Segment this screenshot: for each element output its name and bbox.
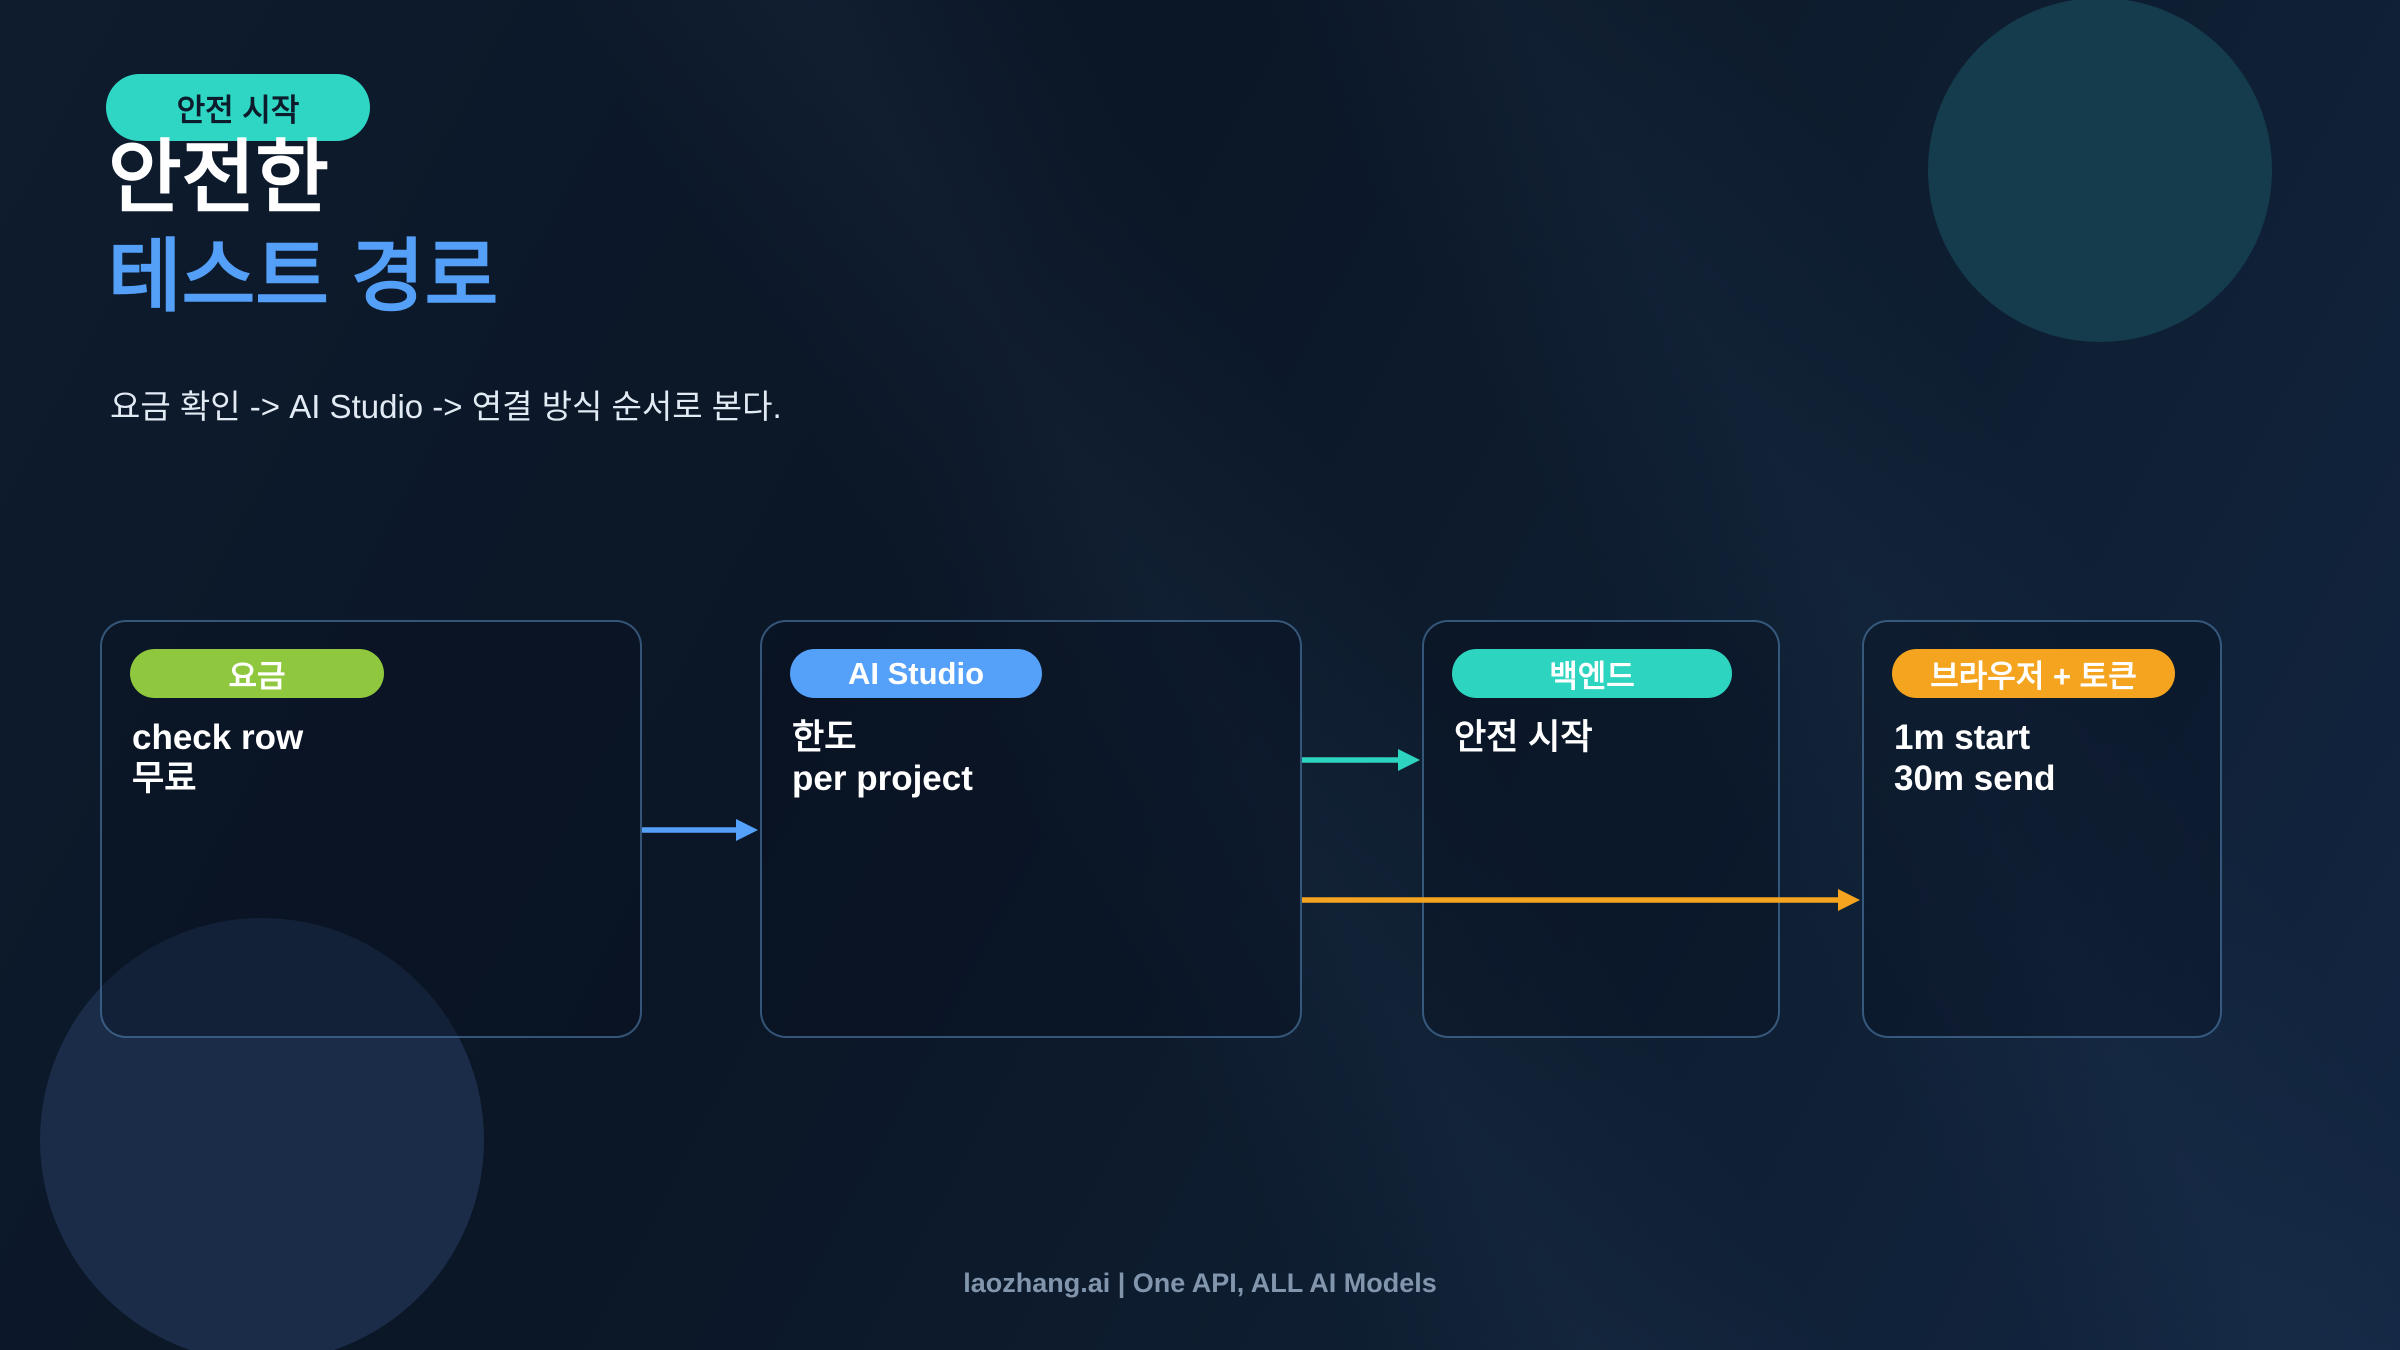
card-ai-studio-line2: per project bbox=[792, 758, 973, 798]
card-fees-line1: check row bbox=[132, 718, 304, 757]
page-subtitle: 요금 확인 -> AI Studio -> 연결 방식 순서로 본다. bbox=[110, 388, 782, 425]
card-ai-studio-line1: 한도 bbox=[792, 718, 857, 757]
card-backend-text: 안전 시작 bbox=[1454, 718, 1758, 759]
decor-circle-bottom-left bbox=[40, 918, 484, 1350]
card-browser-token-pill: 브라우저 + 토큰 bbox=[1892, 649, 2175, 698]
card-browser-token-line1: 1m start bbox=[1894, 718, 2031, 757]
card-ai-studio: AI Studio 한도 per project bbox=[760, 620, 1302, 1038]
card-fees-pill: 요금 bbox=[130, 649, 384, 698]
card-browser-token-text: 1m start 30m send bbox=[1894, 718, 2200, 799]
card-fees: 요금 check row 무료 bbox=[100, 620, 642, 1038]
header-badge: 안전 시작 bbox=[106, 74, 370, 141]
card-backend-pill: 백엔드 bbox=[1452, 649, 1732, 698]
card-fees-text: check row 무료 bbox=[132, 718, 620, 799]
card-ai-studio-pill: AI Studio bbox=[790, 649, 1042, 698]
card-fees-line2: 무료 bbox=[132, 758, 197, 798]
card-backend-line1: 안전 시작 bbox=[1454, 718, 1593, 757]
footer-watermark: laozhang.ai | One API, ALL AI Models bbox=[963, 1268, 1437, 1298]
card-ai-studio-text: 한도 per project bbox=[792, 718, 1280, 799]
page-title-line2: 테스트 경로 bbox=[108, 232, 499, 322]
card-browser-token: 브라우저 + 토큰 1m start 30m send bbox=[1862, 620, 2222, 1038]
card-browser-token-line2: 30m send bbox=[1894, 758, 2056, 798]
page-title: 안전한 테스트 경로 bbox=[108, 128, 498, 326]
card-backend: 백엔드 안전 시작 bbox=[1422, 620, 1780, 1038]
page-title-line1: 안전한 bbox=[108, 133, 329, 222]
decor-circle-top-right bbox=[1928, 0, 2272, 342]
